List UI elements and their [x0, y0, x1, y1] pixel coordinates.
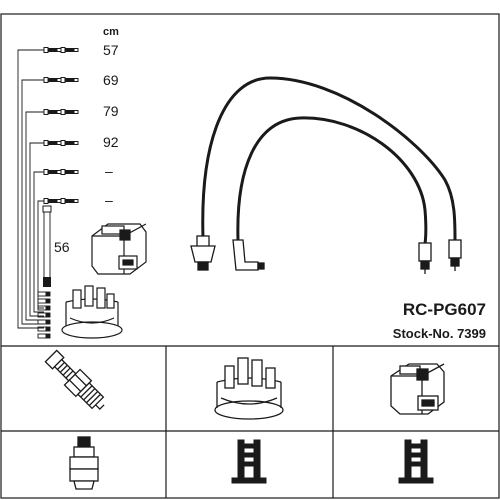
length-label-3: 79: [103, 103, 119, 119]
coil-lead-length: 56: [54, 239, 70, 255]
frame: [0, 13, 500, 499]
stock-number: Stock-No. 7399: [393, 326, 486, 341]
terminal-a-icon: [231, 439, 267, 484]
product-code: RC-PG607: [403, 300, 486, 319]
length-label-4: 92: [103, 134, 119, 150]
length-unit: cm: [103, 26, 119, 38]
lead-length-list: [17, 49, 51, 329]
length-label-5: –: [105, 163, 113, 179]
length-label-6: –: [105, 192, 113, 208]
length-label-1: 57: [103, 42, 119, 58]
lead-boot-left: [190, 235, 216, 271]
lead-boot-right-2: [448, 239, 462, 271]
long-leads: [201, 76, 457, 245]
distributor-cap-icon: [61, 285, 123, 339]
distributor-cap-icon-large: [214, 357, 284, 420]
lead-boot-right-1: [418, 242, 432, 274]
lead-boot-angled: [232, 239, 265, 271]
length-label-2: 69: [103, 72, 119, 88]
spark-plug-icon: [44, 349, 105, 411]
ignition-coil-icon-large: [390, 363, 445, 415]
ignition-coil-icon: [91, 223, 147, 275]
terminal-b-icon: [398, 439, 434, 484]
lead-connectors: [37, 47, 79, 339]
plug-connector-icon: [69, 436, 99, 490]
